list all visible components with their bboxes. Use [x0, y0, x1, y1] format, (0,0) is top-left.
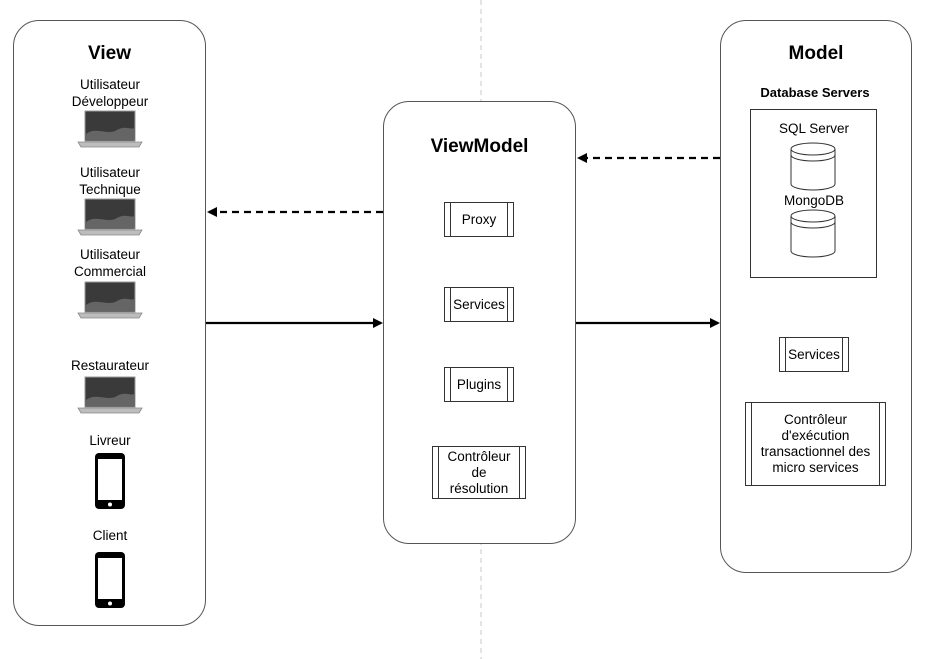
- laptop-icon: [77, 281, 143, 319]
- database-servers-title: Database Servers: [760, 85, 870, 100]
- model-transaction-controller-label: Contrôleur d'exécution transactionnel de…: [760, 412, 871, 475]
- laptop-icon: [77, 198, 143, 236]
- user-label-restaurateur: Restaurateur: [70, 358, 150, 373]
- viewmodel-services-box: Services: [444, 287, 514, 322]
- smartphone-icon: [95, 552, 125, 608]
- viewmodel-plugins-box: Plugins: [444, 367, 514, 402]
- user-label-developpeur: Utilisateur Développeur: [71, 77, 149, 109]
- user-label-client: Client: [92, 528, 128, 543]
- model-transaction-controller-box: Contrôleur d'exécution transactionnel de…: [745, 402, 886, 486]
- database-cylinder-icon: [790, 142, 836, 191]
- mongodb-label: MongoDB: [783, 193, 845, 208]
- database-cylinder-icon: [790, 209, 836, 258]
- model-services-label: Services: [788, 346, 840, 362]
- model-title: Model: [788, 43, 844, 64]
- smartphone-icon: [95, 453, 125, 509]
- user-label-commercial: Utilisateur Commercial: [73, 247, 146, 279]
- laptop-icon: [77, 376, 143, 414]
- user-label-technique: Utilisateur Technique: [79, 165, 141, 197]
- viewmodel-proxy-label: Proxy: [461, 211, 497, 227]
- viewmodel-plugins-label: Plugins: [456, 376, 502, 392]
- database-servers-box: [750, 109, 877, 278]
- model-services-box: Services: [779, 337, 849, 372]
- user-label-livreur: Livreur: [89, 433, 131, 448]
- sql-server-label: SQL Server: [778, 121, 850, 136]
- viewmodel-resolution-controller-label: Contrôleur de résolution: [447, 448, 511, 496]
- laptop-icon: [77, 110, 143, 148]
- viewmodel-title: ViewModel: [430, 136, 529, 157]
- viewmodel-resolution-controller-box: Contrôleur de résolution: [432, 446, 526, 499]
- view-title: View: [88, 43, 131, 64]
- viewmodel-proxy-box: Proxy: [444, 202, 514, 237]
- model-panel: Model: [720, 20, 912, 573]
- viewmodel-services-label: Services: [453, 296, 505, 312]
